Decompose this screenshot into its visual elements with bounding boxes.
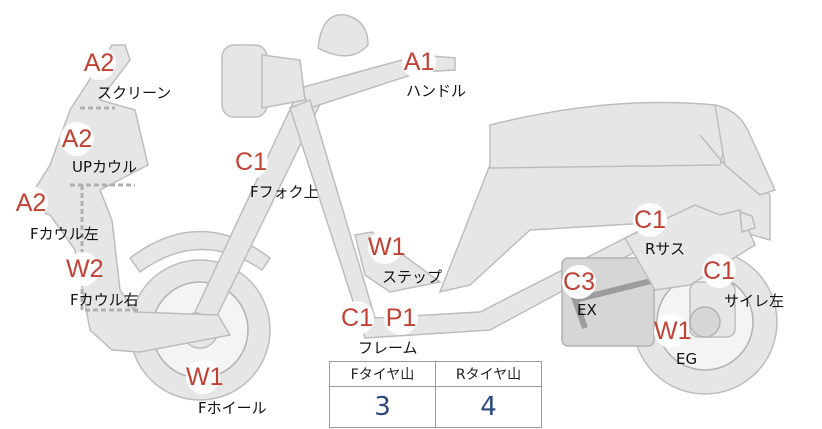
exhaust-pipe <box>571 277 656 330</box>
part-code-fwheel[interactable]: W1 <box>186 360 224 394</box>
rear-tire-value: 4 <box>435 386 542 428</box>
part-label-handle: ハンドル <box>406 82 467 100</box>
rear-tire-header: Rタイヤ山 <box>435 361 542 387</box>
part-code-eg[interactable]: W1 <box>654 314 692 348</box>
part-code-step[interactable]: W1 <box>368 230 406 264</box>
part-code-frame-c[interactable]: C1 <box>340 301 374 335</box>
muffler <box>739 210 756 233</box>
front-tire-value: 3 <box>329 386 436 428</box>
part-label-fcowl-left: Fカウル左 <box>30 225 99 243</box>
part-label-silencer-left: サイレ左 <box>724 292 785 310</box>
part-code-ex[interactable]: C3 <box>562 265 596 299</box>
part-label-ffork-upper: Fフォク上 <box>250 183 319 201</box>
front-tire-header: Fタイヤ山 <box>329 361 436 387</box>
part-label-screen: スクリーン <box>97 84 172 102</box>
part-code-ffork-upper[interactable]: C1 <box>234 145 268 179</box>
part-code-handle[interactable]: A1 <box>402 45 436 79</box>
part-code-fcowl-right[interactable]: W2 <box>66 252 104 286</box>
part-label-fcowl-right: Fカウル右 <box>70 291 139 309</box>
tail <box>714 104 777 196</box>
part-code-silencer-left[interactable]: C1 <box>702 254 736 288</box>
headlight <box>221 44 268 118</box>
seat <box>489 101 731 169</box>
section-line-left <box>80 185 140 312</box>
part-label-rsus: Rサス <box>645 240 686 258</box>
part-label-frame: フレーム <box>358 339 418 357</box>
part-label-ex: EX <box>577 301 597 319</box>
part-label-fwheel: Fホイール <box>198 399 267 417</box>
part-code-upcowl[interactable]: A2 <box>60 122 94 156</box>
tire-tread-table: Fタイヤ山 Rタイヤ山 3 4 <box>329 361 542 428</box>
part-code-rsus[interactable]: C1 <box>633 203 667 237</box>
part-label-eg: EG <box>676 350 698 368</box>
mirror <box>317 14 369 57</box>
part-code-screen[interactable]: A2 <box>82 46 116 80</box>
part-code-fcowl-left[interactable]: A2 <box>14 186 48 220</box>
part-label-upcowl: UPカウル <box>72 158 138 176</box>
part-code-frame-p[interactable]: P1 <box>384 301 418 335</box>
part-label-step: ステップ <box>382 268 443 286</box>
